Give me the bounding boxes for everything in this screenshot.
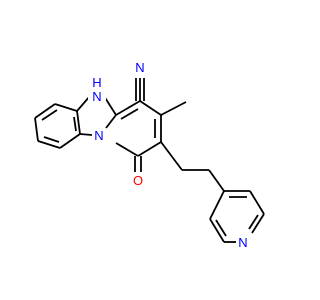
bond-layer <box>34 78 265 243</box>
bond <box>208 169 225 192</box>
bond <box>73 116 77 132</box>
bond <box>160 141 183 171</box>
bond <box>215 219 227 237</box>
atom-labels: N H N N O N <box>88 60 250 250</box>
bond <box>137 141 162 157</box>
bond <box>76 110 81 135</box>
bond <box>34 117 39 142</box>
bond <box>54 103 78 112</box>
atom-nh-hydrogen: H <box>92 75 101 90</box>
bond <box>209 190 225 220</box>
atom-n-nitrile: N <box>135 60 144 75</box>
bond <box>37 140 61 149</box>
bond <box>115 100 141 116</box>
bond <box>249 190 265 215</box>
bond <box>76 95 91 112</box>
molecule-diagram: N H N N O N <box>34 60 265 250</box>
atom-n-bridge: N <box>94 128 103 143</box>
atom-n-pyridine: N <box>238 235 247 250</box>
atom-nh-symbol: N <box>92 89 101 104</box>
bond <box>139 100 162 116</box>
bond <box>34 103 56 119</box>
atom-o-carbonyl: O <box>133 173 143 188</box>
bond <box>105 114 117 129</box>
bond <box>79 133 93 136</box>
bond <box>41 109 58 121</box>
bond <box>209 218 225 243</box>
bond <box>160 101 187 116</box>
bond <box>59 133 81 149</box>
bond <box>120 108 139 120</box>
molecule-structure: N H N N O N <box>34 60 265 250</box>
bond <box>115 142 139 157</box>
bond <box>248 214 259 230</box>
bond <box>43 136 60 143</box>
bond <box>251 213 265 234</box>
